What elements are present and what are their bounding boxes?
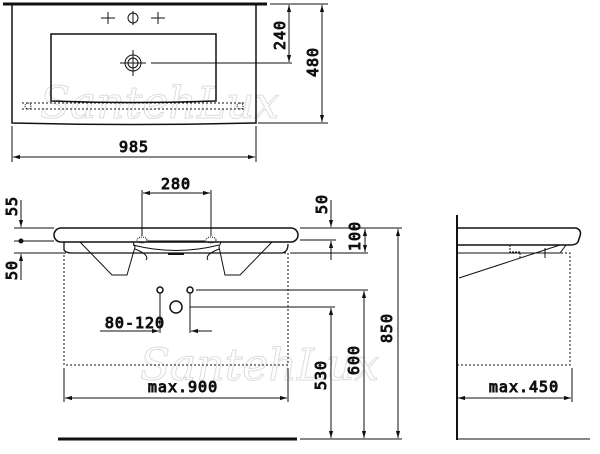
tap-hole-icon [127,11,139,25]
side-view [456,215,590,440]
dimension-drain-height: 530 [312,360,330,390]
dimension-bottom-offset-left: 50 [3,260,21,280]
front-view [14,190,402,441]
tap-hole-cross-icon [151,12,165,24]
dimension-width: 985 [119,138,149,156]
dimension-top-offset-right: 50 [313,194,331,214]
dimension-tap-spacing: 280 [161,175,191,193]
dimension-cabinet-width: max.900 [148,378,218,396]
dimension-total-height: 850 [378,313,396,343]
dimension-thickness: 100 [346,221,364,251]
dimension-cabinet-depth: max.450 [489,378,559,396]
dimension-top-offset-left: 55 [3,196,21,216]
tap-hole-cross-icon [101,12,115,24]
dimension-supply-height: 600 [345,345,363,375]
dimension-depth: 480 [304,47,322,77]
top-view [3,2,328,162]
drain-icon [120,50,146,76]
dimension-depth-to-drain: 240 [271,20,289,50]
dimension-supply-spacing: 80-120 [105,314,165,332]
